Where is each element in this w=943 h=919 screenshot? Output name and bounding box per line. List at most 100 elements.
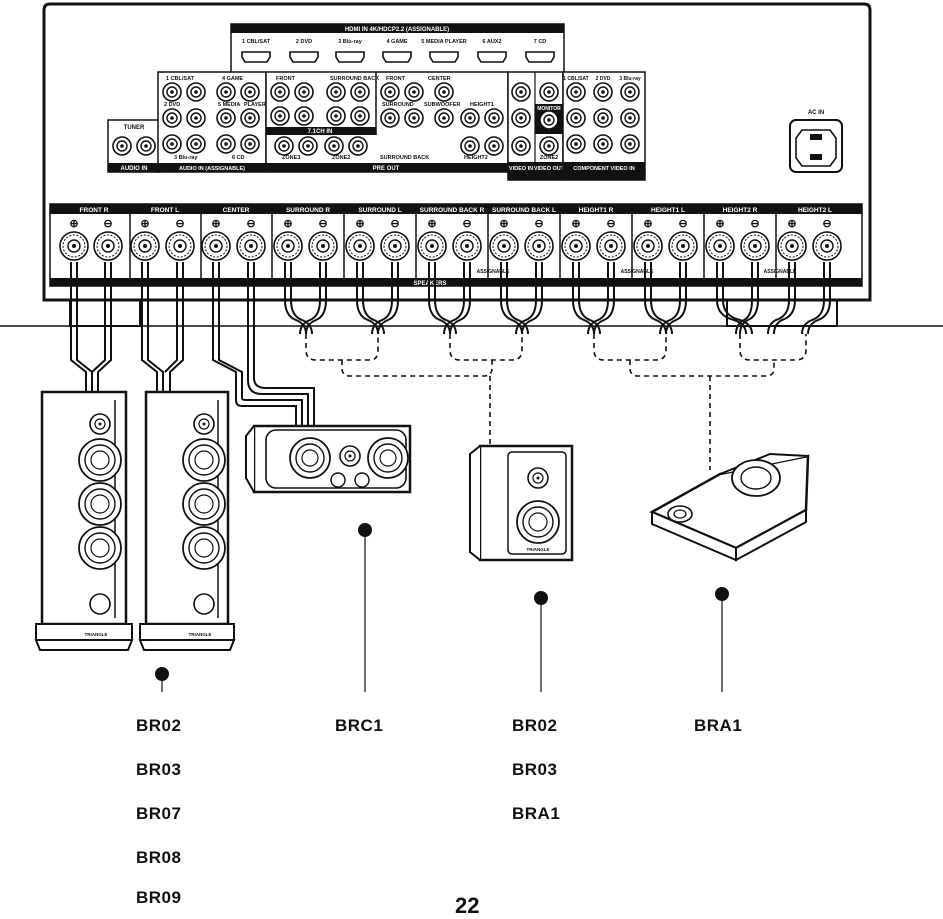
brand-label: TRIANGLE bbox=[189, 632, 212, 637]
svg-text:⊖: ⊖ bbox=[678, 218, 687, 230]
channel-label-height1-l: HEIGHT1 L bbox=[651, 207, 685, 214]
audio-in-label-player: PLAYER bbox=[244, 102, 266, 108]
audio-in-label-1: 1 CBL/SAT bbox=[166, 76, 195, 82]
channel-label-surround-l: SURROUND L bbox=[358, 207, 401, 214]
assignable-label-2: ASSIGNABLE bbox=[621, 269, 654, 275]
svg-text:⊖: ⊖ bbox=[175, 218, 184, 230]
model-label: BR02 bbox=[136, 716, 182, 735]
brand-label: TRIANGLE bbox=[85, 632, 108, 637]
pre-out-front-71: FRONT bbox=[276, 76, 296, 82]
atmos-speaker bbox=[649, 452, 810, 562]
model-label: BR03 bbox=[512, 760, 558, 779]
channel-label-sb-l: SURROUND BACK L bbox=[492, 207, 556, 214]
audio-in-label-4: 4 GAME bbox=[222, 76, 243, 82]
hdmi-port bbox=[429, 51, 459, 63]
hdmi-label-6: 6 AUX2 bbox=[482, 39, 501, 45]
hdmi-input-block: HDMI IN 4K/HDCP2.2 (ASSIGNABLE) 1 CBL/SA… bbox=[230, 23, 565, 79]
svg-text:⊕: ⊕ bbox=[715, 218, 724, 230]
svg-text:⊕: ⊕ bbox=[69, 218, 78, 230]
zone2-video-label: ZONE2 bbox=[540, 155, 558, 161]
component-label-3: 3 Blu-ray bbox=[619, 76, 641, 82]
model-label: BR07 bbox=[136, 804, 182, 823]
model-label: BRA1 bbox=[512, 804, 561, 823]
svg-text:⊖: ⊖ bbox=[318, 218, 327, 230]
channel-label-height2-r: HEIGHT2 R bbox=[723, 207, 758, 214]
audio-in-label-5: 5 MEDIA bbox=[218, 102, 240, 108]
floorstanding-speaker-left: TRIANGLE bbox=[138, 390, 236, 651]
channel-label-front-r: FRONT R bbox=[80, 207, 109, 214]
pre-out-zone3: ZONE3 bbox=[282, 155, 300, 161]
tuner-label: TUNER bbox=[124, 125, 145, 131]
monitor-label: MONITOR bbox=[537, 106, 561, 112]
pre-out-surround: SURROUND bbox=[382, 102, 414, 108]
pre-out-height1: HEIGHT1 bbox=[470, 102, 494, 108]
svg-text:⊕: ⊕ bbox=[643, 218, 652, 230]
pre-out-sb: SURROUND BACK bbox=[380, 155, 429, 161]
svg-text:⊖: ⊖ bbox=[822, 218, 831, 230]
hdmi-port bbox=[525, 51, 555, 63]
hdmi-label-7: 7 CD bbox=[534, 39, 547, 45]
callout-dots bbox=[155, 523, 729, 681]
hdmi-label-1: 1 CBL/SAT bbox=[242, 39, 271, 45]
channel-label-sb-r: SURROUND BACK R bbox=[420, 207, 485, 214]
video-out-label: VIDEO OUT bbox=[534, 166, 565, 172]
svg-text:⊕: ⊕ bbox=[427, 218, 436, 230]
center-speaker bbox=[245, 424, 412, 494]
channel-label-height1-r: HEIGHT1 R bbox=[579, 207, 614, 214]
callout-leaders bbox=[161, 530, 723, 692]
assignable-label-3: ASSIGNABLE bbox=[764, 269, 797, 275]
audio-in-assignable-label: AUDIO IN (ASSIGNABLE) bbox=[179, 166, 245, 172]
svg-text:⊖: ⊖ bbox=[750, 218, 759, 230]
speaker-cables bbox=[70, 262, 831, 426]
pre-out-sb-71: SURROUND BACK bbox=[330, 76, 379, 82]
page-number: 22 bbox=[455, 893, 480, 918]
model-label: BR02 bbox=[512, 716, 558, 735]
svg-text:⊕: ⊕ bbox=[140, 218, 149, 230]
video-in-label: VIDEO IN bbox=[509, 166, 533, 172]
audio-in-label-6: 6 CD bbox=[232, 155, 245, 161]
tuner-block: AUDIO IN TUNER bbox=[107, 119, 161, 173]
svg-text:⊖: ⊖ bbox=[103, 218, 112, 230]
assignable-label-1: ASSIGNABLE bbox=[477, 269, 510, 275]
channel-label-center: CENTER bbox=[223, 207, 250, 214]
svg-text:⊕: ⊕ bbox=[283, 218, 292, 230]
pre-out-zone2: ZONE2 bbox=[332, 155, 350, 161]
audio-in-label-3: 3 Blu-ray bbox=[174, 155, 198, 161]
hdmi-label-5: 5 MEDIA PLAYER bbox=[421, 39, 466, 45]
svg-text:⊕: ⊕ bbox=[787, 218, 796, 230]
channel-label-surround-r: SURROUND R bbox=[286, 207, 330, 214]
pre-out-subwoofer: SUBWOOFER bbox=[424, 102, 460, 108]
hdmi-port bbox=[335, 51, 365, 63]
hdmi-label-2: 2 DVD bbox=[296, 39, 312, 45]
seven-one-in-label: 7.1CH IN bbox=[308, 129, 333, 135]
audio-in-label-2: 2 DVD bbox=[164, 102, 180, 108]
model-label: BRA1 bbox=[694, 716, 743, 735]
svg-text:⊖: ⊖ bbox=[534, 218, 543, 230]
hdmi-port bbox=[382, 51, 412, 63]
hdmi-label-4: 4 GAME bbox=[386, 39, 407, 45]
component-label-2: 2 DVD bbox=[596, 76, 611, 82]
ac-inlet: AC IN bbox=[789, 110, 843, 173]
pre-out-height2: HEIGHT2 bbox=[464, 155, 488, 161]
model-label: BR08 bbox=[136, 848, 182, 867]
receiver-rear-panel: HDMI IN 4K/HDCP2.2 (ASSIGNABLE) 1 CBL/SA… bbox=[42, 2, 872, 327]
hdmi-port bbox=[477, 51, 507, 63]
component-label-1: 1 CBL/SAT bbox=[563, 76, 588, 82]
svg-text:⊕: ⊕ bbox=[571, 218, 580, 230]
svg-text:⊖: ⊖ bbox=[390, 218, 399, 230]
svg-text:⊕: ⊕ bbox=[499, 218, 508, 230]
video-io-block: VIDEO IN VIDEO OUT MONITOR ZONE2 bbox=[507, 71, 565, 181]
alternate-connection-lines bbox=[305, 334, 807, 470]
svg-text:⊖: ⊖ bbox=[246, 218, 255, 230]
svg-text:⊖: ⊖ bbox=[606, 218, 615, 230]
brand-label: TRIANGLE bbox=[527, 547, 550, 552]
pre-out-center: CENTER bbox=[428, 76, 451, 82]
bookshelf-speaker: TRIANGLE bbox=[469, 444, 574, 562]
ac-in-label: AC IN bbox=[808, 110, 824, 116]
hdmi-label-3: 3 Blu-ray bbox=[338, 39, 362, 45]
model-label: BRC1 bbox=[335, 716, 384, 735]
channel-label-height2-l: HEIGHT2 L bbox=[798, 207, 832, 214]
floorstanding-speaker-right: TRIANGLE bbox=[34, 390, 134, 651]
audio-in-label: AUDIO IN bbox=[121, 166, 148, 172]
